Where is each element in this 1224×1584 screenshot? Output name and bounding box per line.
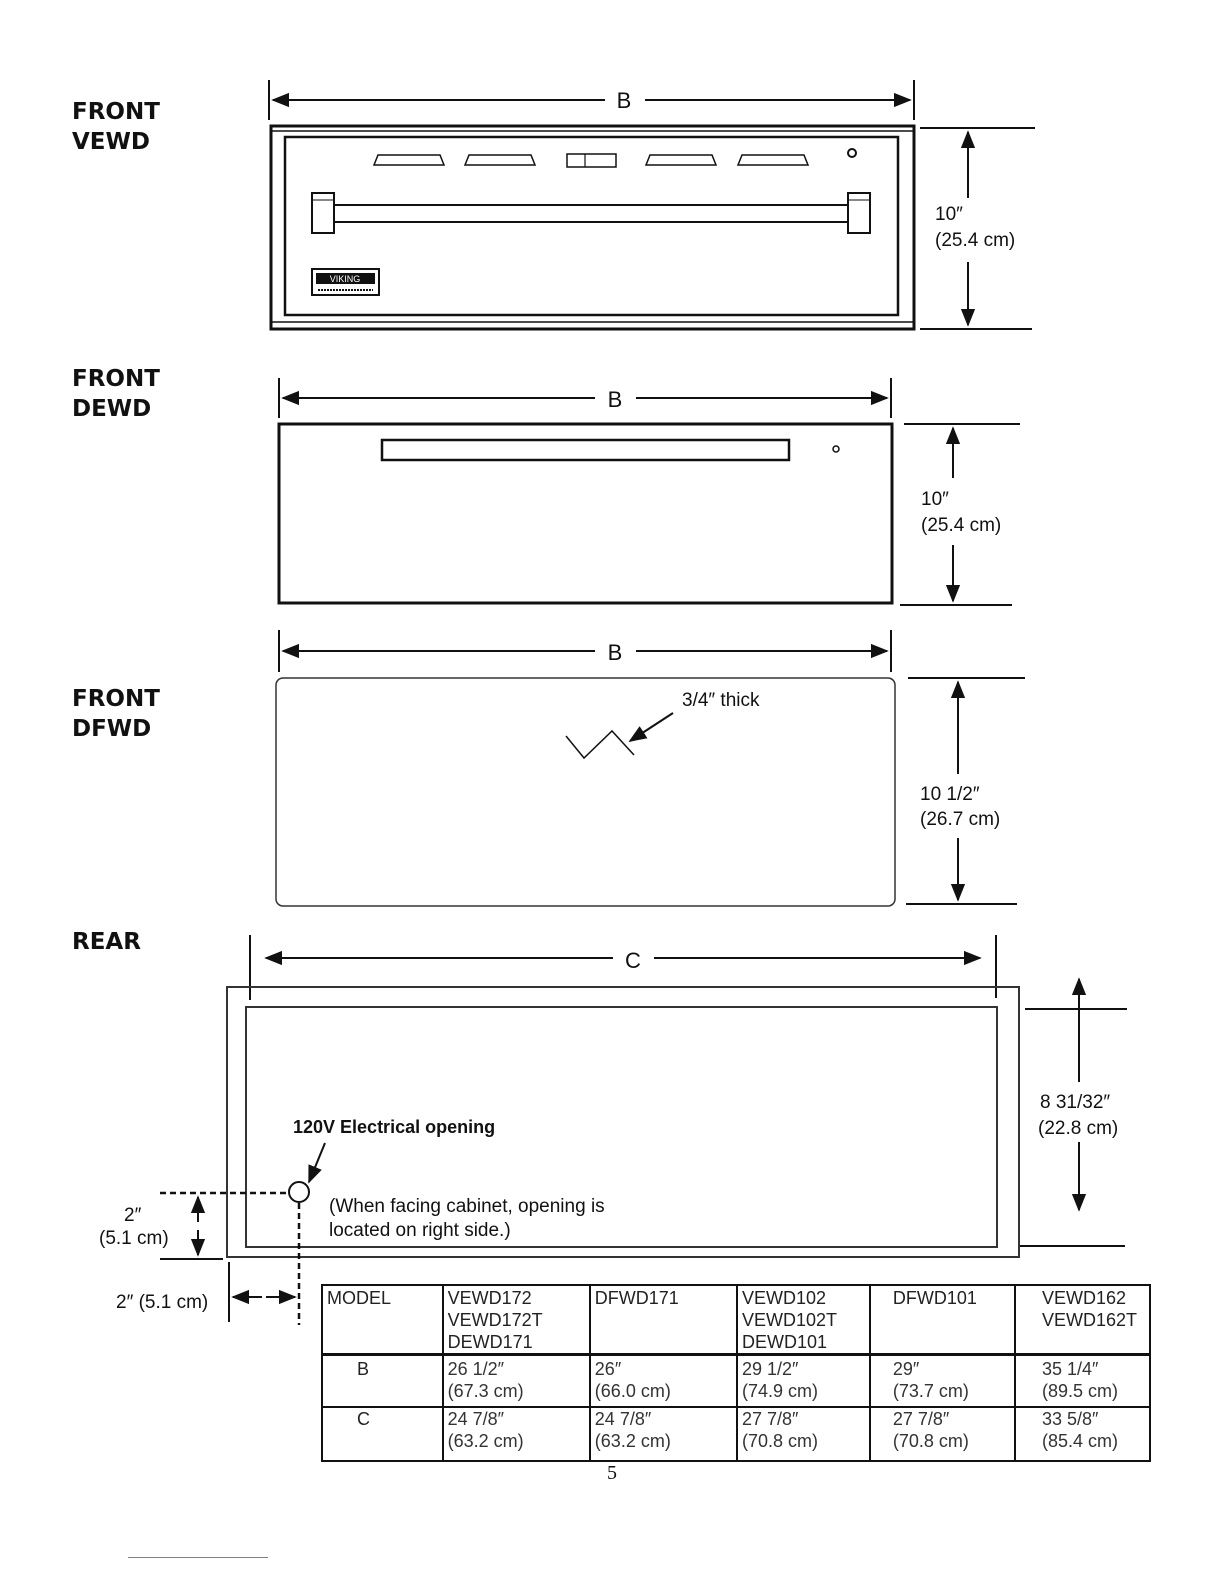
table-cell: 27 7/8″(70.8 cm) (735, 1407, 870, 1461)
rear-outer-outline (226, 986, 1020, 1258)
electrical-note-line1: (When facing cabinet, opening is (329, 1196, 605, 1217)
display-window (566, 153, 617, 168)
height-cm: (26.7 cm) (920, 809, 1000, 830)
handle-icon (380, 438, 791, 462)
front-dfwd-drawing: B 3/4″ thick 10 1/2″ (26.7 cm) (275, 630, 1025, 907)
table-row: B 26 1/2″(67.3 cm) 26″(66.0 cm) 29 1/2″(… (322, 1354, 1150, 1408)
height-inches: 10″ (921, 489, 949, 510)
width-label: B (617, 88, 632, 113)
table-header-cell: DFWD101 (868, 1285, 1015, 1356)
front-vewd-drawing: B VIKING (268, 80, 1035, 331)
height-cm: (25.4 cm) (921, 515, 1001, 536)
table-header-cell: VEWD102 VEWD102T DEWD101 (735, 1285, 870, 1356)
table-header-row: MODEL VEWD172 VEWD172T DEWD171 DFWD171 V… (322, 1285, 1150, 1356)
section-label-line1: FRONT (72, 366, 160, 392)
vertical-offset-inches: 2″ (124, 1205, 142, 1226)
divider (128, 1557, 268, 1558)
front-dewd-drawing: B 10″ (25.4 cm) (277, 378, 1020, 606)
viking-logo: VIKING (311, 268, 380, 296)
table-row-label: C (357, 1409, 370, 1429)
table-header-cell: MODEL (322, 1285, 443, 1356)
table-row: C 24 7/8″(63.2 cm) 24 7/8″(63.2 cm) 27 7… (322, 1407, 1150, 1461)
table-cell: 26 1/2″(67.3 cm) (441, 1354, 590, 1408)
height-inches: 10″ (935, 204, 963, 225)
section-label-line1: FRONT (72, 99, 160, 125)
custom-panel (275, 677, 896, 907)
section-label-front-dfwd: FRONT DFWD (72, 684, 160, 744)
electrical-note-line2: located on right side.) (329, 1220, 511, 1241)
pointer-arrow (628, 712, 674, 742)
table-row-label: B (322, 1354, 443, 1408)
rear-drawing: C 8 31/32″ (22.8 cm) 120V Electrical ope… (99, 935, 1127, 1325)
table-cell: 27 7/8″(70.8 cm) (868, 1407, 1015, 1461)
electrical-opening-title: 120V Electrical opening (293, 1117, 495, 1137)
table-cell: 33 5/8″(85.4 cm) (1014, 1407, 1150, 1461)
width-label: B (608, 387, 623, 412)
section-label-line2: VEWD (72, 129, 150, 155)
table-header-cell: VEWD172 VEWD172T DEWD171 (441, 1285, 590, 1356)
table-header-cell: VEWD162 VEWD162T (1014, 1285, 1150, 1356)
table-cell: 29 1/2″(74.9 cm) (735, 1354, 870, 1408)
section-label-line2: DEWD (72, 396, 152, 422)
handle-icon (311, 192, 871, 234)
table-header-cell: DFWD171 (588, 1285, 737, 1356)
control-vents (372, 154, 810, 166)
section-label-line1: REAR (72, 929, 141, 955)
vertical-offset-cm: (5.1 cm) (99, 1228, 169, 1249)
table-cell: 24 7/8″(63.2 cm) (588, 1407, 737, 1461)
height-inches: 8 31/32″ (1040, 1092, 1110, 1113)
unit-outline (269, 124, 916, 331)
section-label-front-vewd: FRONT VEWD (72, 97, 160, 157)
pointer-arrow (308, 1142, 326, 1184)
width-label: C (625, 948, 641, 973)
electrical-opening-icon (288, 1181, 310, 1203)
section-label-rear: REAR (72, 927, 141, 957)
section-label-line1: FRONT (72, 686, 160, 712)
model-dimension-table: MODEL VEWD172 VEWD172T DEWD171 DFWD171 V… (321, 1284, 1151, 1462)
horizontal-offset: 2″ (5.1 cm) (116, 1292, 208, 1313)
table-cell: 24 7/8″(63.2 cm) (441, 1407, 590, 1461)
height-inches: 10 1/2″ (920, 784, 980, 805)
table-cell: 29″(73.7 cm) (868, 1354, 1015, 1408)
width-label: B (608, 640, 623, 665)
break-line-icon (565, 729, 635, 760)
drawer-panel (283, 135, 900, 317)
indicator-light-icon (847, 148, 857, 158)
section-label-front-dewd: FRONT DEWD (72, 364, 160, 424)
page-number: 5 (607, 1462, 617, 1484)
drawer-panel (277, 422, 894, 605)
section-label-line2: DFWD (72, 716, 152, 742)
svg-text:VIKING: VIKING (330, 274, 361, 284)
height-cm: (22.8 cm) (1038, 1118, 1118, 1139)
thickness-note: 3/4″ thick (682, 690, 760, 711)
indicator-light-icon (832, 445, 840, 453)
table-cell: 26″(66.0 cm) (588, 1354, 737, 1408)
table-cell: 35 1/4″(89.5 cm) (1014, 1354, 1150, 1408)
height-cm: (25.4 cm) (935, 230, 1015, 251)
rear-inner-outline (245, 1006, 998, 1248)
